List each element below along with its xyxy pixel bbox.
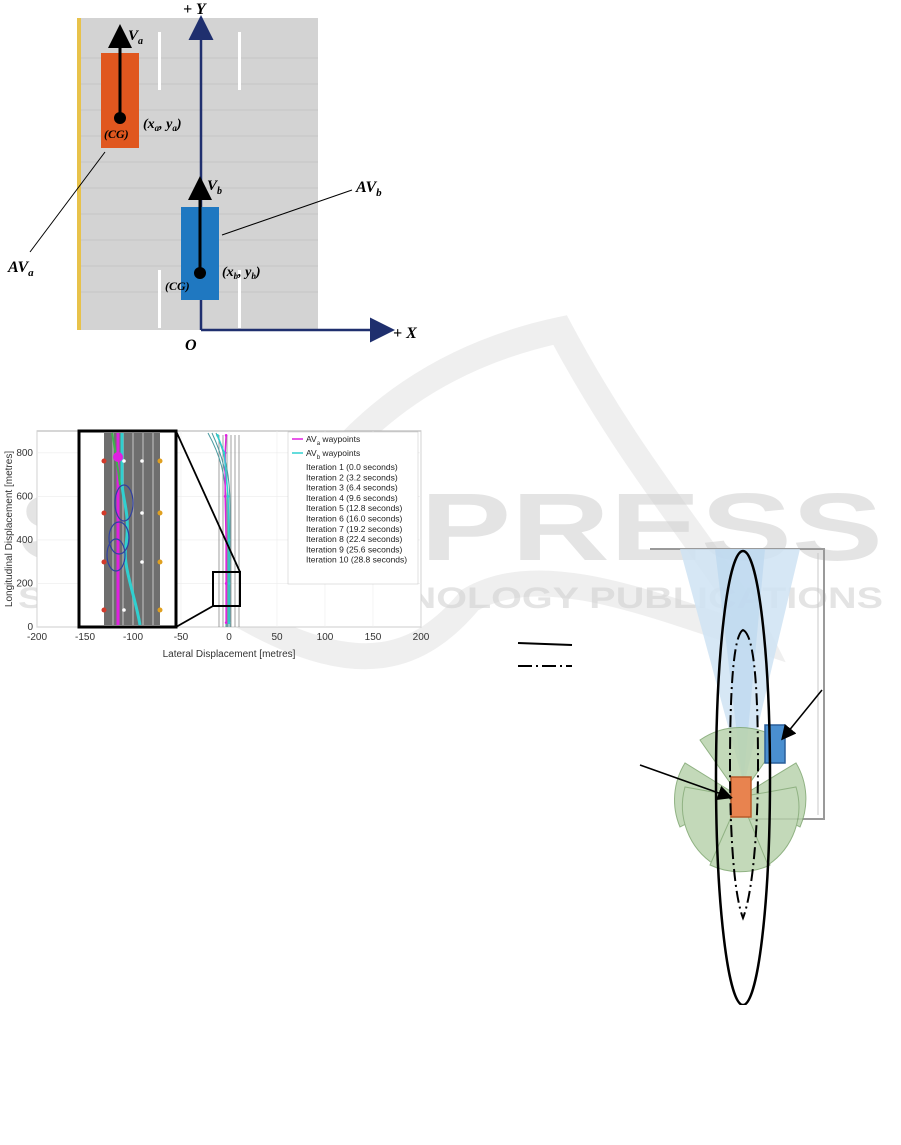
av-b-position-label: (xb, yb) (222, 265, 261, 281)
road-lane-dashes (158, 32, 241, 328)
av-a-callout-arrow (639, 764, 733, 801)
av-b-vehicle (764, 724, 786, 764)
safety-ellipse-solid (714, 549, 772, 1005)
series-point (227, 582, 231, 585)
x-tick-label: 100 (317, 632, 334, 643)
legend-entry: AVb waypoints (306, 448, 360, 461)
av-a-cg-point (114, 112, 126, 124)
x-axis-label: Lateral Displacement [metres] (163, 649, 296, 660)
zoom-inset (77, 429, 178, 629)
forward-sensor-cone-inner (715, 549, 765, 785)
x-tick-labels: -200 -150 -100 -50 0 50 100 150 200 (27, 632, 430, 643)
y-axis-label: Longitudinal Displacement [metres] (4, 451, 15, 607)
data-series (216, 434, 231, 624)
series-point (227, 621, 231, 624)
road-left-edge-line (77, 18, 81, 330)
legend-entry: AVa waypoints (306, 434, 360, 447)
x-axis-label: + X (393, 325, 417, 342)
legend-entry: Iteration 10 (28.8 seconds) (306, 555, 407, 565)
av-a-callout-line (29, 151, 106, 253)
av-b-velocity-label: Vb (207, 178, 222, 197)
av-b-cg-point (194, 267, 206, 279)
legend-solid-sample (517, 642, 573, 646)
safety-ellipse-dashdot (728, 628, 760, 921)
y-tick-label: 600 (16, 491, 33, 502)
av-b-cg-label: (CG) (165, 279, 190, 293)
x-tick-label: 200 (413, 632, 430, 643)
series-point (222, 451, 226, 455)
x-tick-label: 50 (271, 632, 283, 643)
series-point (223, 495, 227, 498)
zoom-connector-top (175, 430, 241, 573)
y-axis-label: + Y (183, 1, 207, 18)
av-a-position-label: (xa, ya) (143, 117, 182, 133)
x-tick-label: 150 (365, 632, 382, 643)
series-point (224, 434, 228, 437)
y-tick-label: 0 (27, 622, 33, 633)
av-b-callout-arrow (781, 689, 823, 741)
av-a-callout-label: AVa (7, 259, 34, 279)
av-a-velocity-label: Va (128, 28, 143, 47)
x-tick-label: -150 (75, 632, 95, 643)
trajectory-plot: -200 -150 -100 -50 0 50 100 150 200 0 200 400 600 80… (4, 429, 430, 660)
series-point (224, 582, 228, 585)
av-a-vehicle (730, 776, 752, 818)
x-tick-label: 0 (226, 632, 232, 643)
legend-box (287, 431, 419, 585)
legend-entry: Iteration 3 (6.4 seconds) (306, 483, 398, 493)
x-tick-label: -50 (174, 632, 189, 643)
legend-entry: Iteration 9 (25.6 seconds) (306, 544, 403, 554)
series-point (226, 495, 230, 498)
av-a-cg-label: (CG) (104, 127, 129, 141)
av-b-callout-label: AVb (355, 179, 382, 199)
zoom-connector-bottom (175, 605, 214, 628)
legend-entry: Iteration 5 (12.8 seconds) (306, 503, 403, 513)
road-right-edge-line (318, 18, 322, 330)
vehicle-coordinate-diagram: + Y + X O Va (CG) (xa, ya) Vb (CG) (xb, … (7, 1, 417, 354)
zoom-source-box (212, 571, 241, 607)
origin-label: O (185, 337, 197, 354)
series-point (227, 538, 231, 542)
series-line (224, 435, 227, 623)
legend-entry: Iteration 8 (22.4 seconds) (306, 534, 403, 544)
y-tick-label: 200 (16, 578, 33, 589)
sensor-coverage-diagram (517, 548, 825, 1005)
legend-entry: Iteration 6 (16.0 seconds) (306, 514, 403, 524)
y-tick-label: 400 (16, 535, 33, 546)
av-b-callout-line (221, 189, 353, 236)
x-tick-label: -200 (27, 632, 47, 643)
x-tick-label: -100 (123, 632, 143, 643)
series-point (216, 434, 219, 437)
legend-entry: Iteration 7 (19.2 seconds) (306, 524, 403, 534)
legend-entry: Iteration 2 (3.2 seconds) (306, 472, 398, 482)
legend-entry: Iteration 4 (9.6 seconds) (306, 493, 398, 503)
series-line (216, 435, 230, 623)
legend-entry: Iteration 1 (0.0 seconds) (306, 462, 398, 472)
series-point (224, 621, 228, 624)
y-tick-label: 800 (16, 448, 33, 459)
y-tick-labels: 0 200 400 600 800 (16, 448, 33, 633)
